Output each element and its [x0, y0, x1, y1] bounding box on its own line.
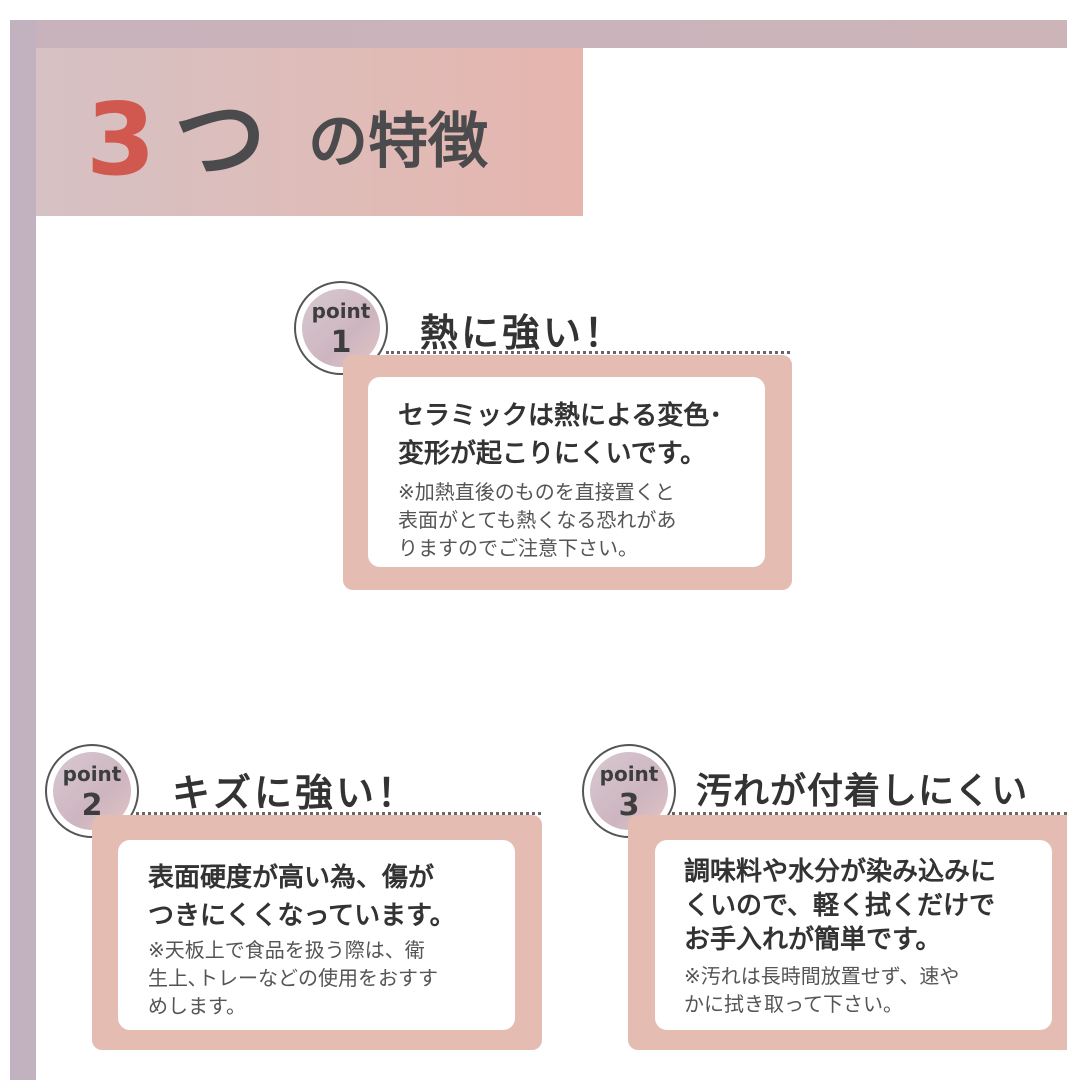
point-heading-2: キズに強い！: [172, 771, 419, 815]
point-note-line: 生上､トレーなどの使用をおすす: [148, 966, 438, 990]
point-text-line: つきにくくなっています。: [148, 901, 456, 931]
badge-word: point: [62, 762, 122, 786]
point-note-line: ※加熱直後のものを直接置くと: [398, 480, 675, 504]
badge-number: 3: [618, 788, 640, 823]
badge-word: point: [311, 299, 371, 323]
badge-number: 1: [330, 325, 352, 360]
point-note-line: 表面がとても熱くなる恐れがあ: [398, 508, 677, 532]
point-text-line: 変形が起こりにくいです。: [398, 439, 707, 469]
title-text: の特徴: [308, 107, 488, 177]
point-text-line: お手入れが簡単です。: [684, 925, 942, 955]
title-number: 3: [86, 81, 156, 198]
point-note-line: ※汚れは長時間放置せず、速や: [684, 964, 960, 988]
point-badge-1: point 1: [294, 281, 388, 375]
point-note-line: りますのでご注意下さい。: [398, 536, 638, 560]
point-text-line: 調味料や水分が染み込みに: [684, 857, 997, 887]
point-text-line: くいので、軽く拭くだけで: [684, 891, 995, 921]
title-tsu: つ: [174, 86, 267, 193]
point-note-line: ※天板上で食品を扱う際は、衛: [148, 938, 425, 962]
dotted-divider: [136, 812, 541, 815]
dotted-divider: [386, 351, 790, 354]
point-note-line: かに拭き取って下さい。: [684, 992, 903, 1016]
point-card-inner-1: [368, 377, 765, 567]
point-heading-1: 熱に強い！: [420, 311, 626, 355]
badge-fill: [302, 289, 380, 367]
point-heading-3: 汚れが付着しにくい: [696, 771, 1029, 812]
badge-word: point: [599, 762, 659, 786]
title-banner: 3 つ の特徴: [36, 48, 583, 216]
point-card-inner-2: [118, 840, 515, 1030]
badge-number: 2: [81, 788, 103, 823]
point-text-line: 表面硬度が高い為、傷が: [148, 863, 435, 893]
left-decor-bar: [10, 20, 36, 1080]
point-card-inner-3: [655, 840, 1052, 1030]
dotted-divider: [672, 812, 1067, 815]
point-text-line: セラミックは熱による変色･: [398, 401, 723, 431]
point-note-line: めします。: [148, 994, 246, 1018]
top-decor-strip: [10, 20, 1067, 48]
